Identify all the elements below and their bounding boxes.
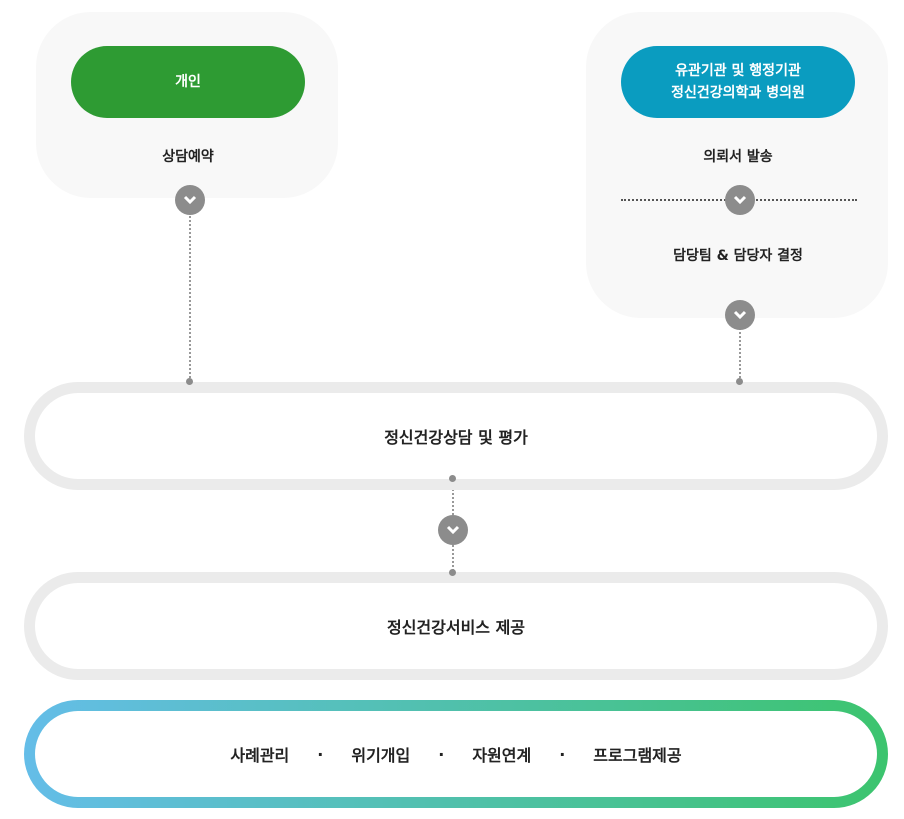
referral-step: 의뢰서 발송 bbox=[703, 149, 773, 165]
institution-line2: 정신건강의학과 병의원 bbox=[671, 85, 805, 101]
institution-line1: 유관기관 및 행정기관 bbox=[675, 63, 801, 79]
individual-button[interactable]: 개인 bbox=[71, 46, 305, 118]
separator: · bbox=[559, 744, 566, 764]
connector-right bbox=[739, 328, 741, 382]
separator: · bbox=[317, 744, 324, 764]
chevron-down-icon bbox=[175, 185, 205, 215]
chevron-down-icon bbox=[725, 185, 755, 215]
connector-dot bbox=[736, 378, 743, 385]
connector-dot bbox=[449, 475, 456, 482]
separator: · bbox=[438, 744, 445, 764]
assessment-label: 정신건강상담 및 평가 bbox=[35, 393, 877, 479]
service-stage: 정신건강서비스 제공 bbox=[24, 572, 888, 680]
service-types: 사례관리 · 위기개입 · 자원연계 · 프로그램제공 bbox=[24, 700, 888, 808]
connector-dot bbox=[186, 378, 193, 385]
service-item: 사례관리 bbox=[230, 746, 290, 765]
service-label: 정신건강서비스 제공 bbox=[35, 583, 877, 669]
connector-left bbox=[189, 212, 191, 382]
team-assignment-step: 담당팀 & 담당자 결정 bbox=[673, 248, 803, 264]
chevron-down-icon bbox=[438, 515, 468, 545]
institution-button[interactable]: 유관기관 및 행정기관 정신건강의학과 병의원 bbox=[621, 46, 855, 118]
reservation-step: 상담예약 bbox=[162, 149, 214, 165]
assessment-stage: 정신건강상담 및 평가 bbox=[24, 382, 888, 490]
service-item: 프로그램제공 bbox=[593, 746, 682, 765]
chevron-down-icon bbox=[725, 300, 755, 330]
service-item: 위기개입 bbox=[351, 746, 411, 765]
connector-dot bbox=[449, 569, 456, 576]
service-item: 자원연계 bbox=[472, 746, 532, 765]
